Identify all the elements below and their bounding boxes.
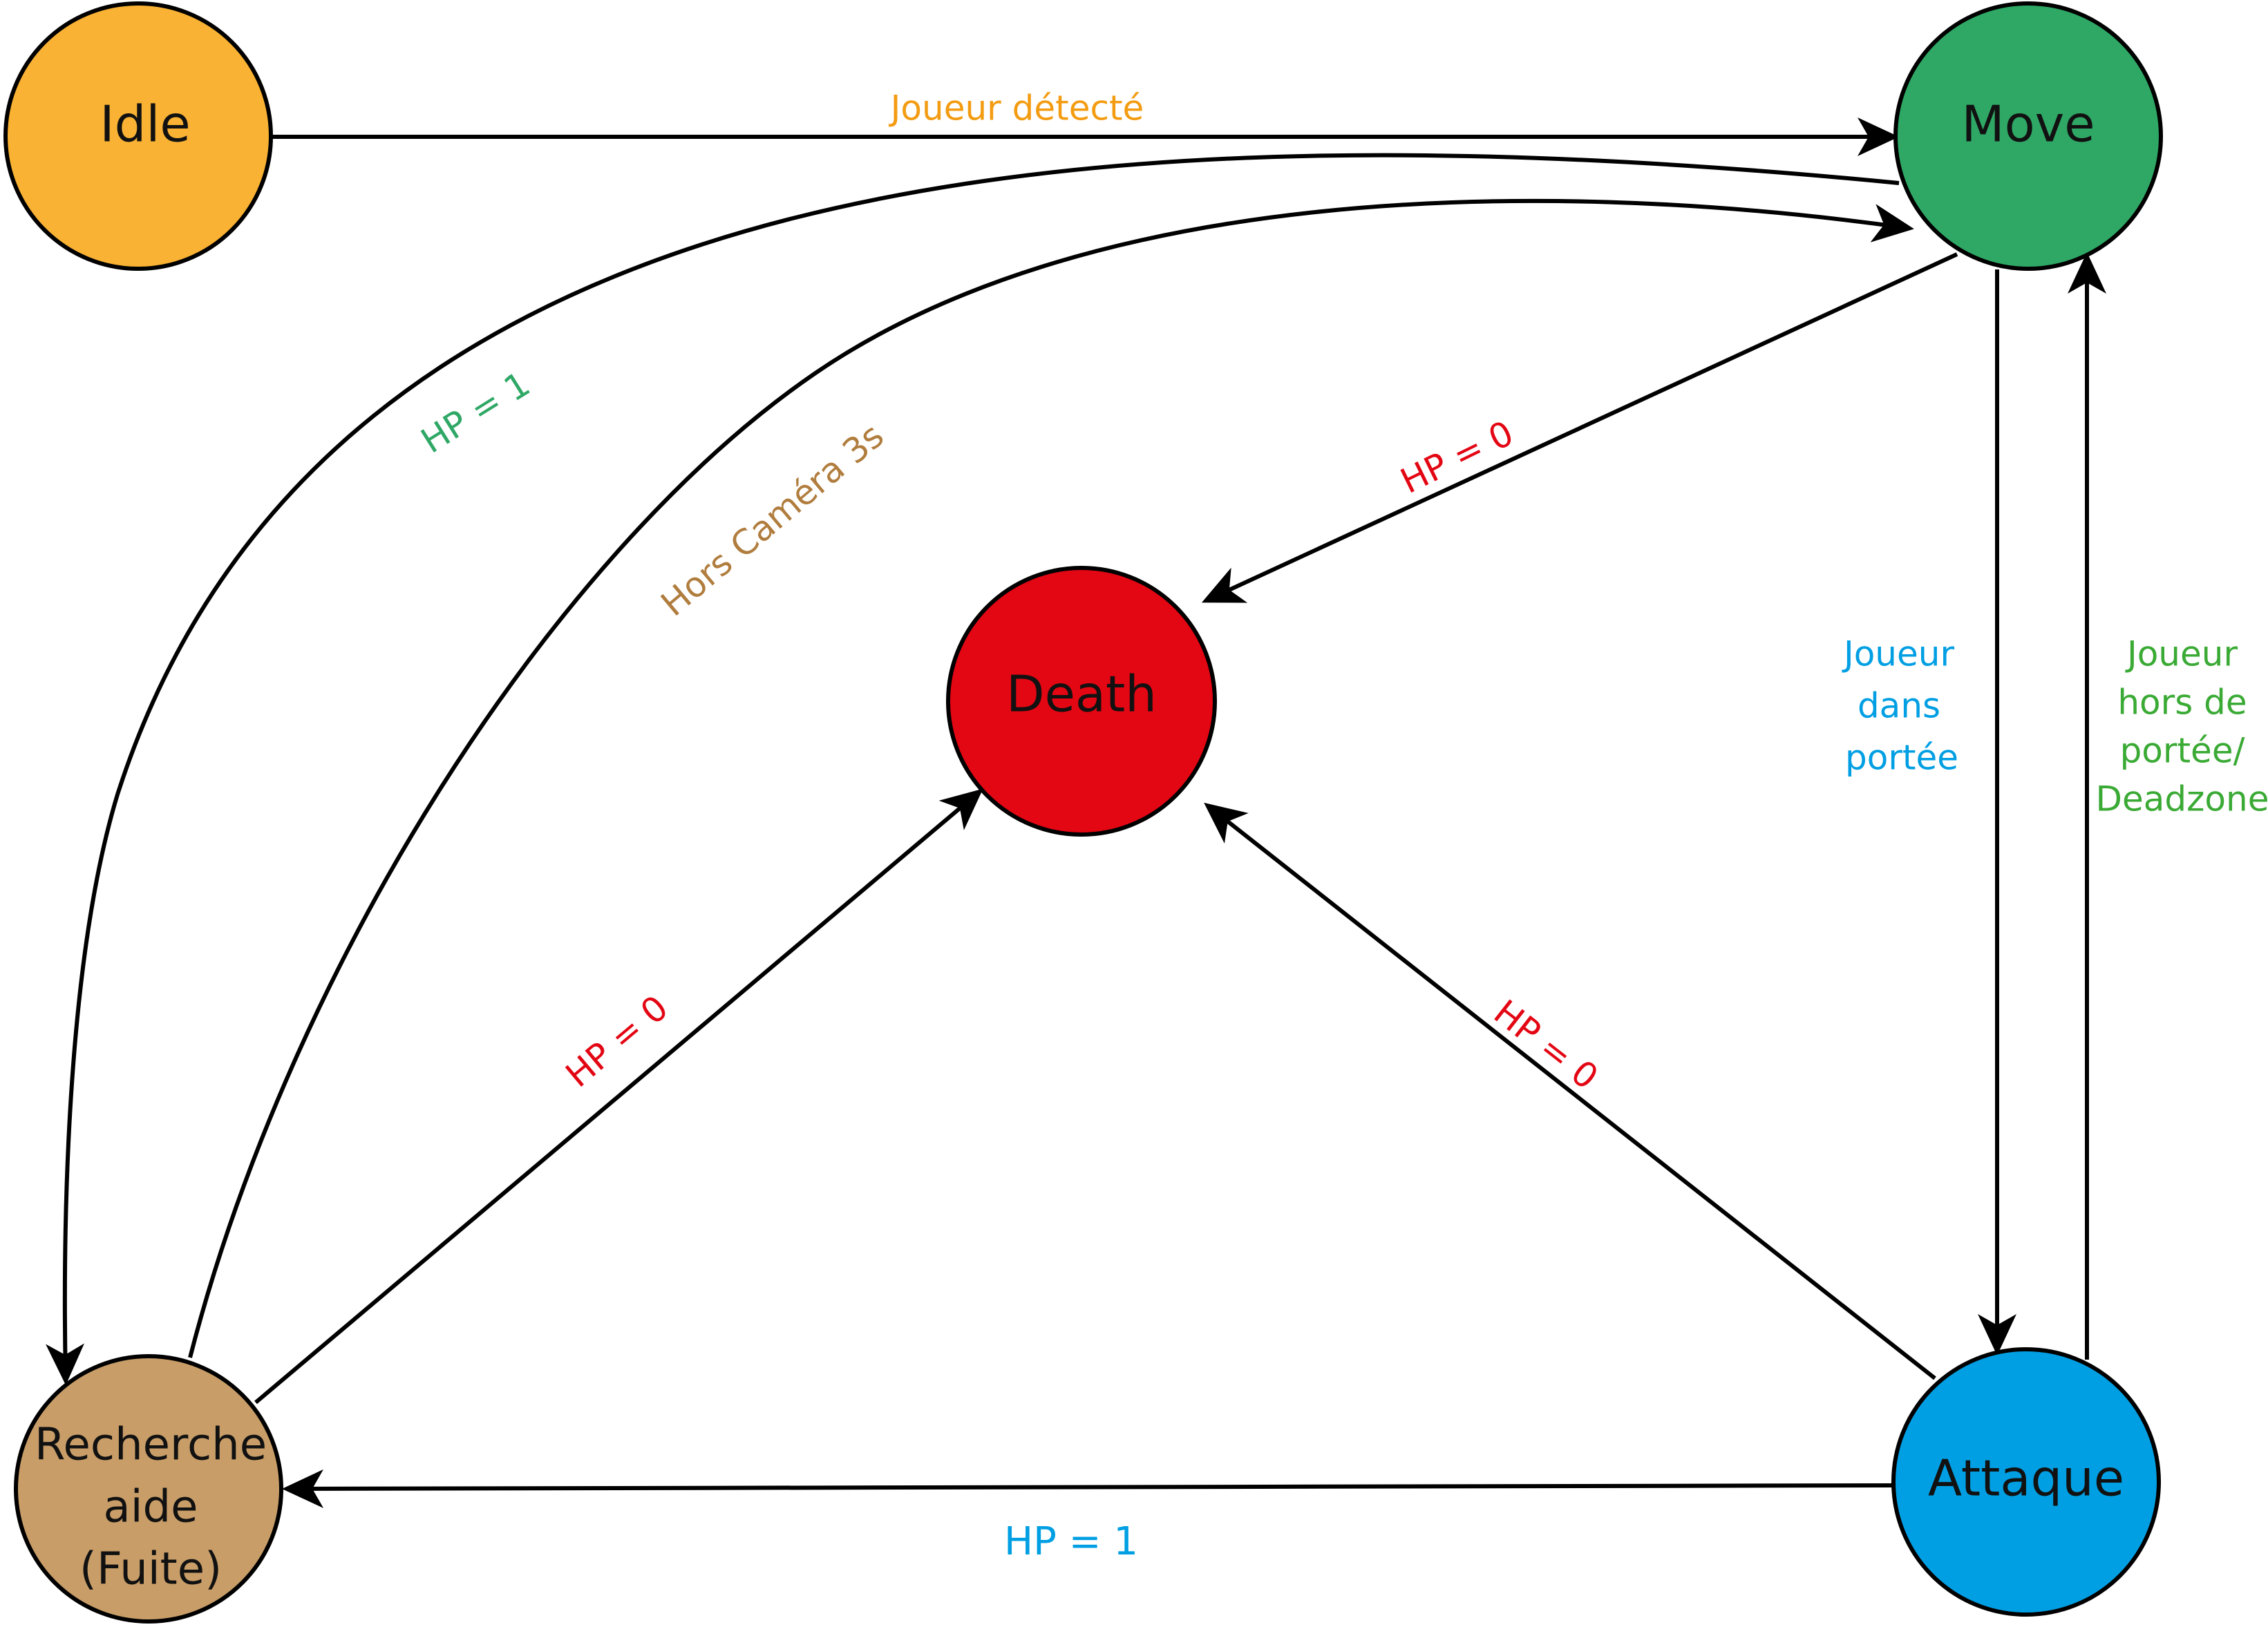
node-move: Move bbox=[1893, 1, 2163, 271]
node-death: Death bbox=[946, 566, 1217, 837]
edge-attaque-to-death bbox=[1204, 802, 1936, 1380]
node-recherche-label-line2: aide bbox=[104, 1482, 198, 1533]
edge-label-hors-camera: Hors Caméra 3s bbox=[654, 415, 891, 624]
edge-label-joueur-detecte: Joueur détecté bbox=[889, 88, 1144, 129]
edge-label-joueur-dans-portee-line3: portée bbox=[1845, 738, 1958, 778]
edge-label-hp0-move-death: HP = 0 bbox=[1395, 413, 1520, 502]
node-death-label: Death bbox=[1006, 665, 1157, 723]
node-idle-label: Idle bbox=[100, 95, 190, 153]
node-recherche-label-line3: (Fuite) bbox=[79, 1544, 222, 1595]
node-attaque: Attaque bbox=[1891, 1347, 2161, 1617]
edge-label-hp1-move-recherche: HP = 1 bbox=[414, 364, 537, 462]
edge-label-hp1-attaque-recherche: HP = 1 bbox=[1004, 1519, 1138, 1564]
edge-recherche-to-move bbox=[188, 198, 1914, 1358]
edge-label-hp0-recherche-death: HP = 0 bbox=[558, 987, 676, 1095]
edge-label-joueur-hors-de-portee-line3: portée/ bbox=[2120, 731, 2245, 771]
edge-label-joueur-hors-de-portee-line1: Joueur bbox=[2125, 634, 2238, 674]
edge-label-joueur-dans-portee: Joueur dans portée bbox=[1842, 634, 1958, 778]
edge-label-joueur-hors-de-portee-line2: hors de bbox=[2117, 683, 2247, 723]
edge-label-joueur-dans-portee-line1: Joueur bbox=[1842, 634, 1954, 674]
edge-label-joueur-hors-de-portee: Joueur hors de portée/ Deadzone bbox=[2096, 634, 2268, 819]
node-idle: Idle bbox=[3, 1, 273, 271]
node-attaque-label: Attaque bbox=[1928, 1449, 2124, 1507]
node-recherche-label-line1: Recherche bbox=[35, 1420, 267, 1471]
edge-move-to-recherche bbox=[46, 153, 1900, 1385]
edge-label-joueur-dans-portee-line2: dans bbox=[1858, 686, 1940, 726]
edge-move-to-death bbox=[1201, 252, 1958, 603]
node-move-label: Move bbox=[1961, 95, 2095, 153]
edge-attaque-to-recherche bbox=[282, 1469, 1894, 1508]
node-recherche-aide: Recherche aide (Fuite) bbox=[14, 1354, 283, 1624]
edge-label-hp0-attaque-death: HP = 0 bbox=[1486, 992, 1605, 1097]
edge-label-joueur-hors-de-portee-line4: Deadzone bbox=[2096, 779, 2268, 819]
edge-recherche-to-death bbox=[254, 788, 983, 1405]
